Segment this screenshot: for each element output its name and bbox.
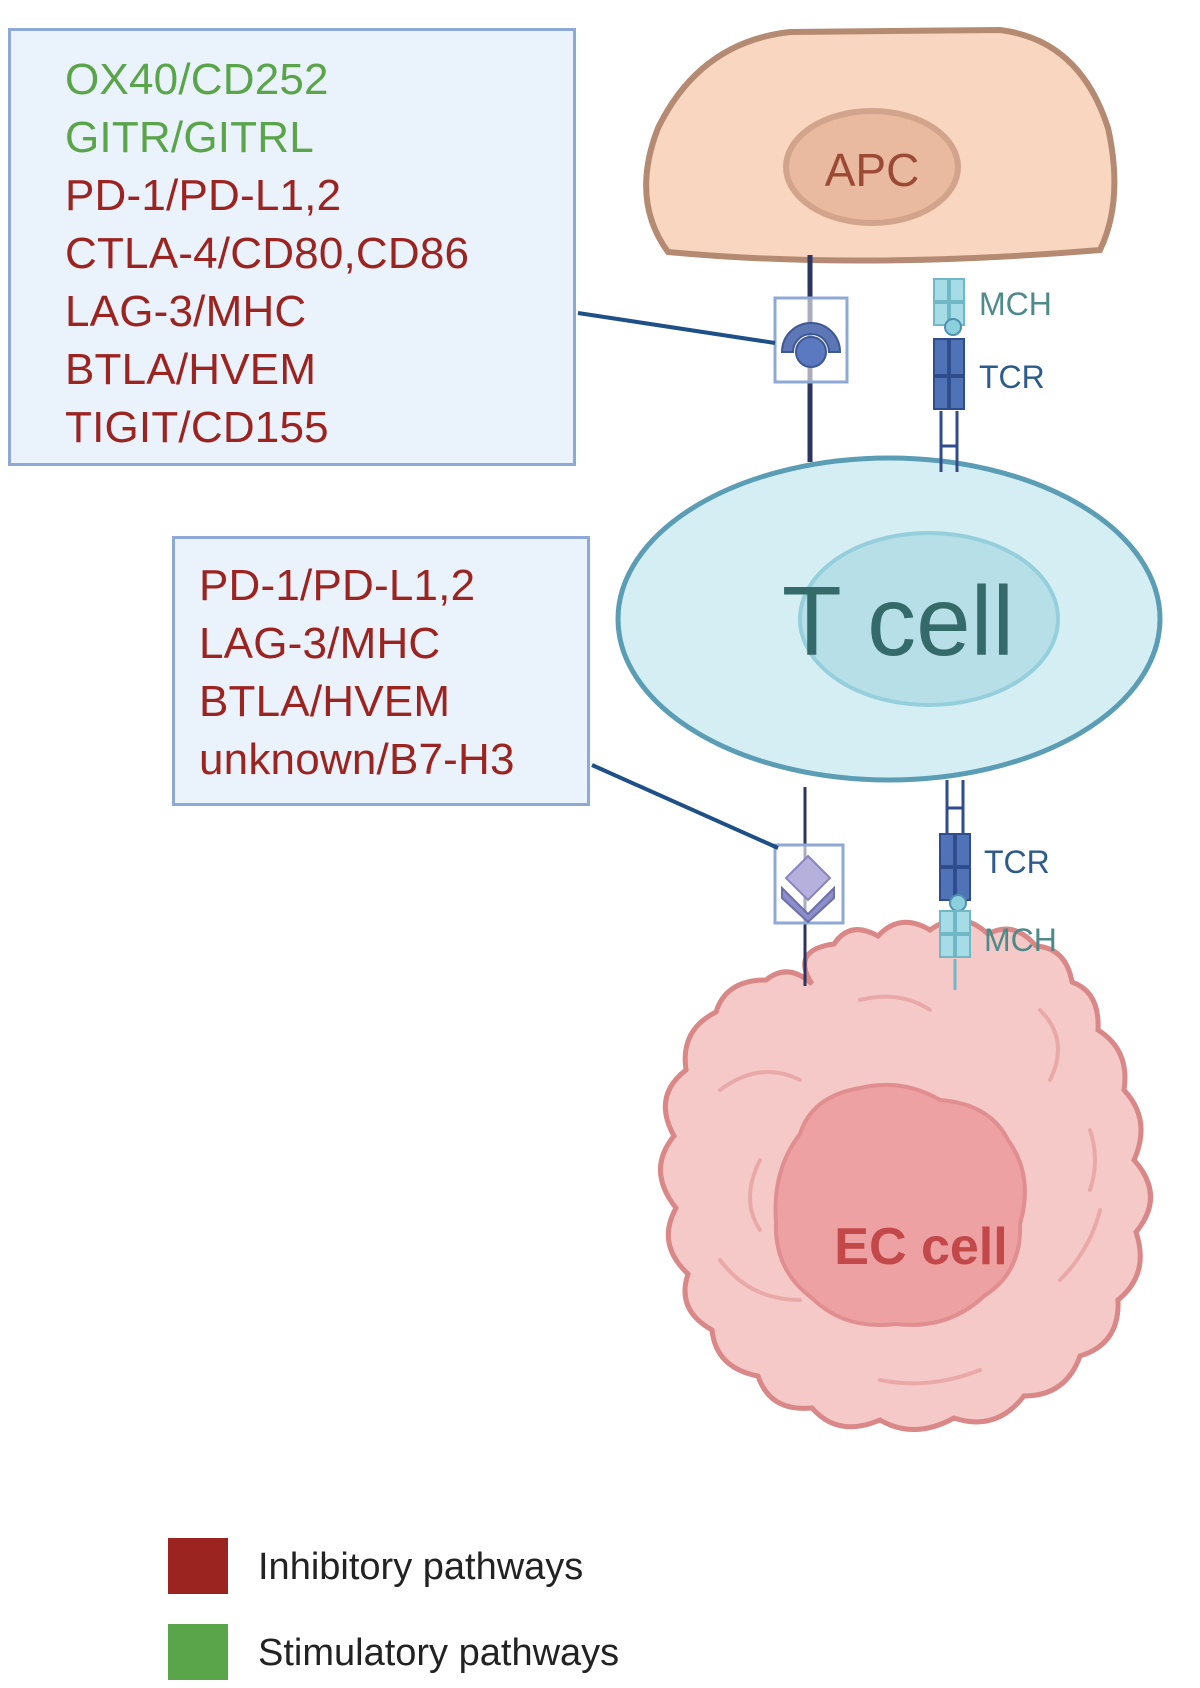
ec-cell-label: EC cell [834,1218,1007,1276]
tcr-block-icon [939,833,955,867]
ec-tcr-label: TCR [984,844,1050,880]
t-cell-nucleus [798,531,1060,707]
t-cell: T cell [615,455,1163,783]
tcr-block-icon [949,338,965,376]
apc-checkpoint-icon [773,296,849,384]
t-cell-label: T cell [782,566,1014,676]
mhc-block-icon [955,934,971,958]
apc-cell: APC [643,26,1118,264]
apc-nucleus [783,108,961,226]
apc-tcr-label: TCR [979,359,1045,395]
ec-checkpoint-icon [773,843,845,925]
mhc-block-icon [933,278,949,302]
mhc-block-icon [939,934,955,958]
tcr-block-icon [949,376,965,410]
ec-cell-nucleus [773,1082,1027,1327]
receptor-cup-icon [780,322,842,353]
ec-cell: EC cell [658,917,1153,1432]
tcr-block-icon [933,338,949,376]
pathway-pair-stimulatory: GITR/GITRL [65,113,314,162]
mhc-block-icon [955,910,971,934]
apc-box-leader-line [577,311,776,345]
mhc-block-icon [949,278,965,302]
legend-label-stimulatory: Stimulatory pathways [258,1632,620,1674]
pathway-pair-inhibitory: LAG-3/MHC [199,619,441,668]
ec-box-leader-line [591,763,779,850]
tcr-block-icon [933,376,949,410]
legend-swatch-inhibitory [168,1538,228,1594]
ec-tcr-mhc-complex: TCR MCH [939,780,1057,990]
tcr-block-icon [939,867,955,901]
ec-cell-texture [718,994,1102,1386]
receptor-chevron-icon [781,885,835,924]
tcr-block-icon [955,833,971,867]
pathway-pair-inhibitory: BTLA/HVEM [65,345,317,394]
pathway-pair-stimulatory: OX40/CD252 [65,55,329,104]
pathway-pair-inhibitory: PD-1/PD-L1,2 [65,171,342,220]
antigen-icon [949,894,967,912]
pathway-pair-inhibitory: TIGIT/CD155 [65,403,329,452]
antigen-icon [944,318,962,336]
mhc-block-icon [939,910,955,934]
pathway-pair-inhibitory: unknown/B7-H3 [199,735,515,784]
ligand-ball-icon [795,336,827,368]
pathway-pair-inhibitory: CTLA-4/CD80,CD86 [65,229,470,278]
mhc-block-icon [933,302,949,326]
legend-swatch-stimulatory [168,1624,228,1680]
ec-mhc-label: MCH [984,922,1057,958]
ligand-diamond-icon [784,854,832,902]
apc-mhc-tcr-complex: MCH TCR [933,278,1052,472]
apc-label: APC [825,144,920,196]
apc-mhc-label: MCH [979,286,1052,322]
pathway-pair-inhibitory: LAG-3/MHC [65,287,307,336]
pathway-pair-inhibitory: BTLA/HVEM [199,677,451,726]
pathway-pair-inhibitory: PD-1/PD-L1,2 [199,561,476,610]
legend-label-inhibitory: Inhibitory pathways [258,1546,584,1588]
